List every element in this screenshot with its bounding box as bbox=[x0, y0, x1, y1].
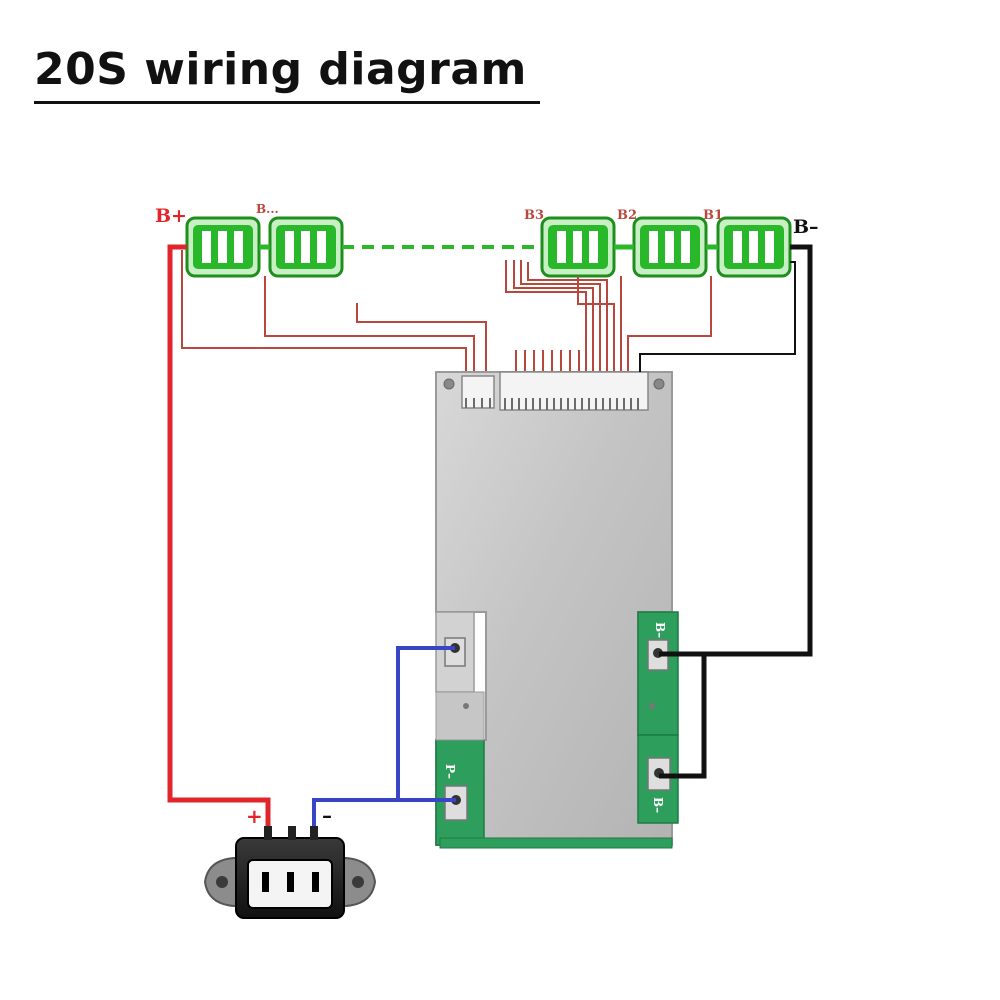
battery-cell-icon bbox=[540, 216, 616, 278]
label-b-plus: B+ bbox=[155, 205, 187, 227]
board-label-b-minus-bottom: B– bbox=[651, 797, 665, 813]
label-b-dots: B... bbox=[256, 202, 279, 216]
battery-string bbox=[185, 216, 792, 278]
b-minus-balance-wire bbox=[639, 261, 796, 372]
negative-wire bbox=[659, 244, 813, 779]
battery-cell-icon bbox=[185, 216, 261, 278]
battery-cell-icon bbox=[632, 216, 708, 278]
title-underline bbox=[34, 101, 540, 104]
board-label-b-minus-top: B– bbox=[653, 622, 667, 638]
p-minus-wire bbox=[312, 646, 456, 830]
label-b2: B2 bbox=[617, 208, 637, 223]
battery-cell-icon bbox=[268, 216, 344, 278]
plug-label-minus: – bbox=[322, 803, 332, 827]
balance-wires bbox=[181, 250, 712, 372]
label-b-minus: B– bbox=[793, 216, 819, 238]
plug-label-plus: + bbox=[246, 804, 263, 828]
iec-c14-power-socket-icon bbox=[203, 826, 377, 919]
positive-wire bbox=[167, 244, 271, 830]
board-label-p-minus: P– bbox=[443, 764, 457, 779]
battery-cell-icon bbox=[716, 216, 792, 278]
label-b1: B1 bbox=[703, 208, 723, 223]
bms-board-icon: B– P– B– bbox=[435, 371, 679, 849]
label-b3: B3 bbox=[524, 208, 544, 223]
page-title: 20S wiring diagram bbox=[34, 44, 527, 95]
balance-connector-small bbox=[461, 375, 495, 409]
